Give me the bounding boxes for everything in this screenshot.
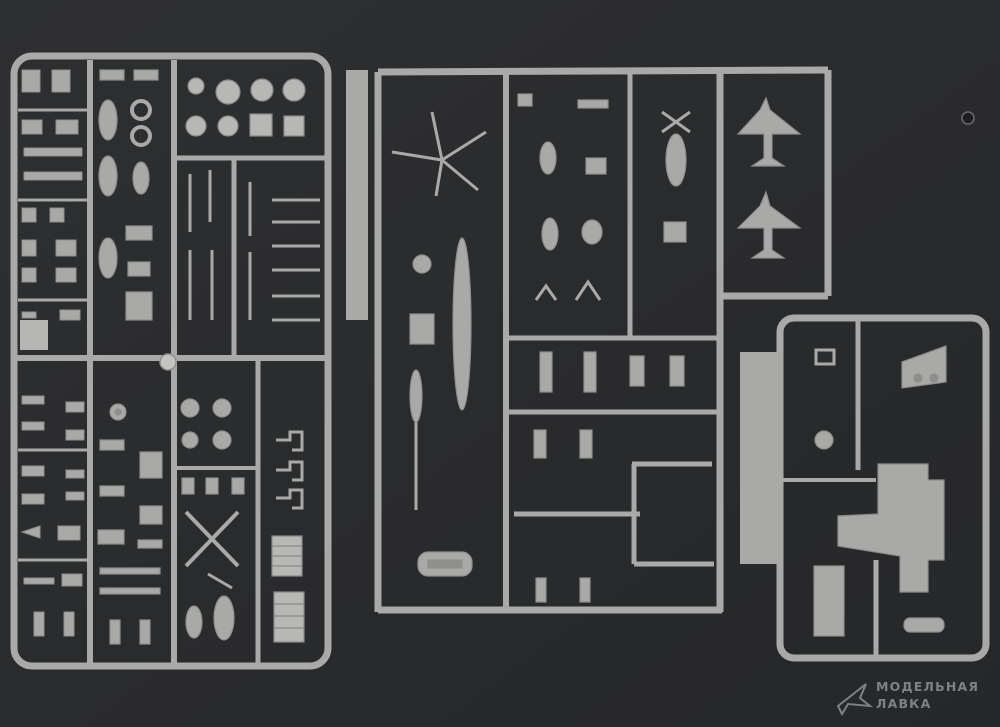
fitting-parts bbox=[180, 398, 245, 495]
mid-col-parts bbox=[517, 93, 685, 603]
center-sprue-frame bbox=[346, 66, 832, 614]
right-sprue-tab bbox=[740, 352, 780, 564]
post-parts bbox=[188, 170, 320, 322]
crane-part bbox=[514, 461, 714, 567]
rotor-part bbox=[184, 510, 240, 568]
plane-logo-icon bbox=[836, 683, 874, 717]
helicopter-part bbox=[185, 572, 235, 641]
table-hole bbox=[961, 111, 975, 125]
watermark-line-1: МОДЕЛЬНАЯ bbox=[876, 679, 980, 694]
watermark: МОДЕЛЬНАЯ ЛАВКА bbox=[836, 676, 996, 720]
left-column-parts bbox=[20, 69, 85, 637]
sprue-label-disc bbox=[159, 353, 177, 371]
rail-parts bbox=[276, 430, 304, 510]
sprue-tab bbox=[20, 320, 48, 350]
hull-parts bbox=[409, 237, 473, 577]
deck-parts bbox=[813, 345, 947, 637]
boat-parts bbox=[97, 69, 163, 645]
left-sprue-frame bbox=[10, 52, 332, 670]
jet-aircraft-parts bbox=[661, 96, 802, 259]
watermark-line-2: ЛАВКА bbox=[876, 696, 932, 711]
ladder-parts bbox=[271, 535, 305, 643]
cup-parts bbox=[185, 77, 306, 137]
